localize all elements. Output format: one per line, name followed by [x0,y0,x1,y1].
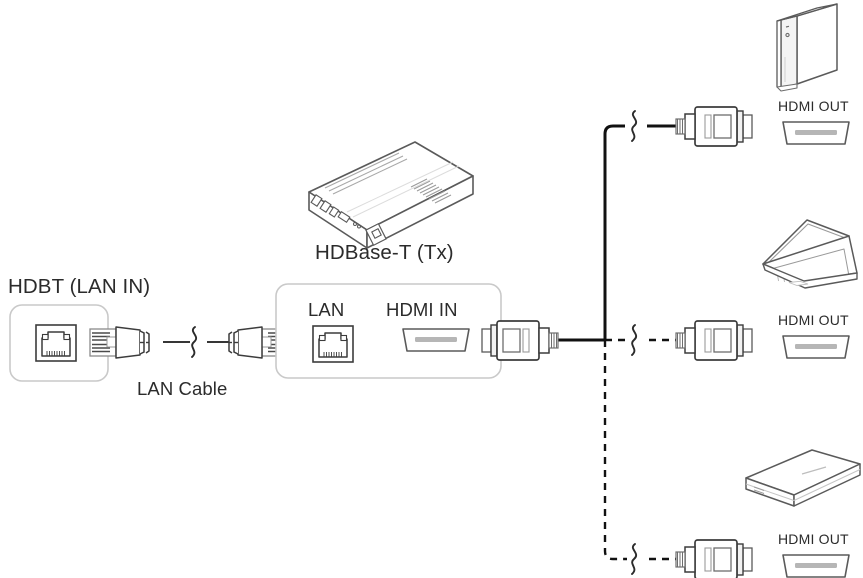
cable-break-symbol-laptop [631,324,638,356]
hdbaset-tx-label: HDBase-T (Tx) [315,241,454,264]
hdmi-out-label-player: HDMI OUT [778,531,849,547]
cable-break-symbol-player [631,543,638,575]
center-port-panel: LAN HDMI IN [275,283,502,379]
hdmi-plug-desktop[interactable] [676,107,752,146]
rj45-plug-left[interactable] [89,326,150,359]
hdmi-out-label-desktop: HDMI OUT [778,98,849,114]
lan-cable-label: LAN Cable [137,378,227,399]
hdmi-socket-out-player[interactable] [782,554,850,578]
hdmi-out-label-laptop: HDMI OUT [778,312,849,328]
hdmi-socket-out-desktop[interactable] [782,121,850,145]
hdmi-socket-out-laptop[interactable] [782,335,850,359]
laptop-device [762,219,858,289]
desktop-pc-device [776,3,838,92]
rj45-jack-lan[interactable] [312,325,354,363]
hdmi-cable-trunk [556,124,682,561]
lan-port-label: LAN [308,299,344,320]
cable-break-symbol-lan [191,326,198,358]
hdmi-plug-player[interactable] [676,540,752,578]
hdmi-plug-center[interactable] [481,320,559,361]
cable-break-symbol-desktop [631,110,638,142]
hdmi-in-label: HDMI IN [386,299,458,320]
hdbt-lan-in-label: HDBT (LAN IN) [8,275,150,298]
hdbaset-tx-device [308,141,474,249]
rj45-jack-hdbt[interactable] [35,324,77,362]
hdmi-plug-laptop[interactable] [676,321,752,360]
hdmi-socket-in[interactable] [402,328,470,352]
media-player-device [745,449,861,507]
